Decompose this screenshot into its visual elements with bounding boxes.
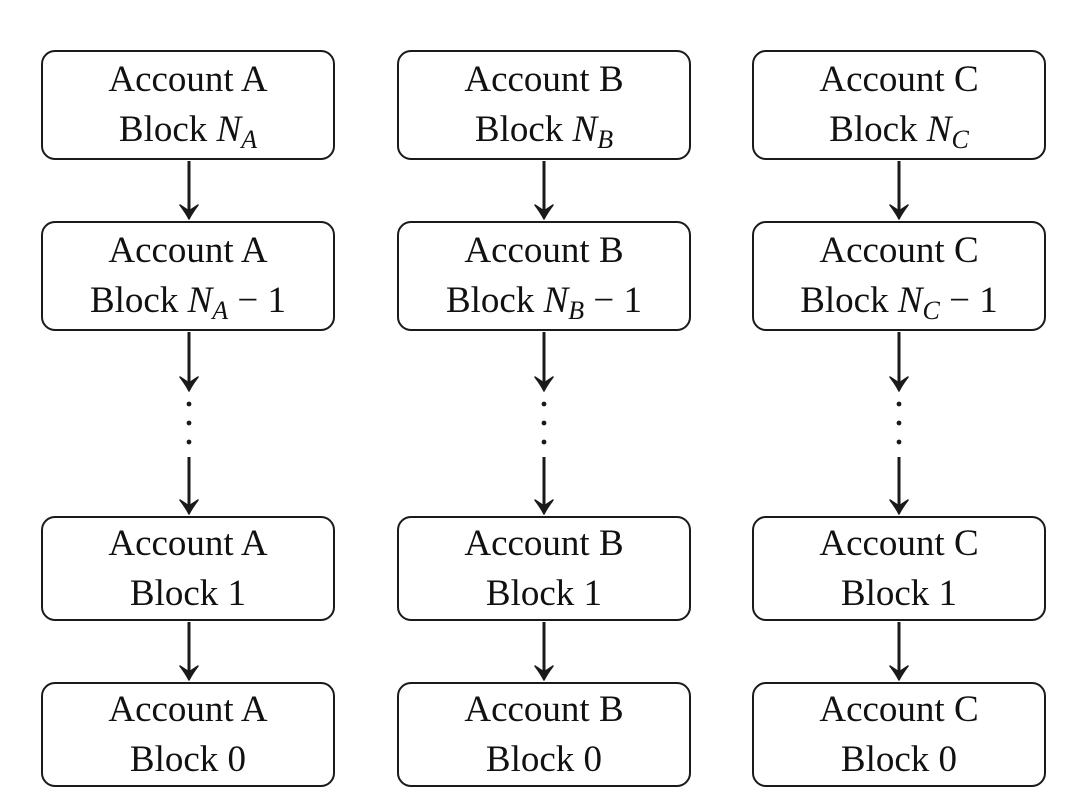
node-block-label: Block 1 bbox=[129, 572, 247, 614]
arrow-b-top-to-second-head bbox=[534, 204, 554, 220]
node-a-second: Account A Block NA − 1 bbox=[41, 221, 335, 331]
node-c-second: Account C Block NC − 1 bbox=[752, 221, 1046, 331]
ellipsis-c-dot-1 bbox=[896, 401, 902, 407]
node-c-third: Account C Block 1 bbox=[752, 516, 1046, 621]
node-account-label: Account A bbox=[108, 230, 268, 271]
arrow-c-third-to-bottom-head bbox=[889, 665, 909, 681]
node-account-label: Account C bbox=[819, 522, 979, 564]
arrow-c-ellipsis-to-third-head bbox=[889, 499, 909, 515]
node-account-label: Account A bbox=[108, 688, 268, 730]
arrow-a-top-to-second-head bbox=[179, 204, 199, 220]
node-block-label: Block NA bbox=[118, 109, 258, 154]
node-block-label: Block NC bbox=[829, 109, 969, 154]
node-block-label: Block NB − 1 bbox=[445, 280, 643, 325]
arrow-a-second-to-ellipsis-head bbox=[179, 376, 199, 392]
node-block-label: Block NC − 1 bbox=[800, 280, 998, 325]
ellipsis-a-dot-1 bbox=[186, 401, 192, 407]
node-c-bottom: Account C Block 0 bbox=[752, 682, 1046, 787]
node-account-label: Account A bbox=[108, 522, 268, 564]
node-account-label: Account B bbox=[464, 688, 624, 730]
ellipsis-b-dot-3 bbox=[541, 439, 547, 445]
ellipsis-a-dot-2 bbox=[186, 420, 192, 426]
arrow-a-third-to-bottom-head bbox=[179, 665, 199, 681]
node-block-label: Block 0 bbox=[129, 738, 247, 780]
node-account-label: Account B bbox=[464, 230, 624, 271]
arrow-b-third-to-bottom-head bbox=[534, 665, 554, 681]
arrow-b-second-to-ellipsis-head bbox=[534, 376, 554, 392]
node-account-label: Account C bbox=[819, 688, 979, 730]
node-b-bottom: Account B Block 0 bbox=[397, 682, 691, 787]
node-b-top: Account B Block NB bbox=[397, 50, 691, 160]
node-a-third: Account A Block 1 bbox=[41, 516, 335, 621]
node-block-label: Block NA − 1 bbox=[89, 280, 287, 325]
node-a-top: Account A Block NA bbox=[41, 50, 335, 160]
node-block-label: Block 1 bbox=[485, 572, 603, 614]
ellipsis-b-dot-1 bbox=[541, 401, 547, 407]
node-b-second: Account B Block NB − 1 bbox=[397, 221, 691, 331]
ellipsis-a-dot-3 bbox=[186, 439, 192, 445]
node-block-label: Block NB bbox=[474, 109, 614, 154]
ellipsis-c-dot-3 bbox=[896, 439, 902, 445]
node-block-label: Block 1 bbox=[840, 572, 958, 614]
node-account-label: Account B bbox=[464, 522, 624, 564]
node-block-label: Block 0 bbox=[840, 738, 958, 780]
node-account-label: Account C bbox=[819, 59, 979, 100]
node-a-bottom: Account A Block 0 bbox=[41, 682, 335, 787]
ellipsis-c-dot-2 bbox=[896, 420, 902, 426]
node-account-label: Account B bbox=[464, 59, 624, 100]
arrow-c-second-to-ellipsis-head bbox=[889, 376, 909, 392]
node-account-label: Account C bbox=[819, 230, 979, 271]
node-b-third: Account B Block 1 bbox=[397, 516, 691, 621]
arrow-c-top-to-second-head bbox=[889, 204, 909, 220]
node-account-label: Account A bbox=[108, 59, 268, 100]
arrow-a-ellipsis-to-third-head bbox=[179, 499, 199, 515]
ellipsis-b-dot-2 bbox=[541, 420, 547, 426]
node-block-label: Block 0 bbox=[485, 738, 603, 780]
node-c-top: Account C Block NC bbox=[752, 50, 1046, 160]
arrow-b-ellipsis-to-third-head bbox=[534, 499, 554, 515]
